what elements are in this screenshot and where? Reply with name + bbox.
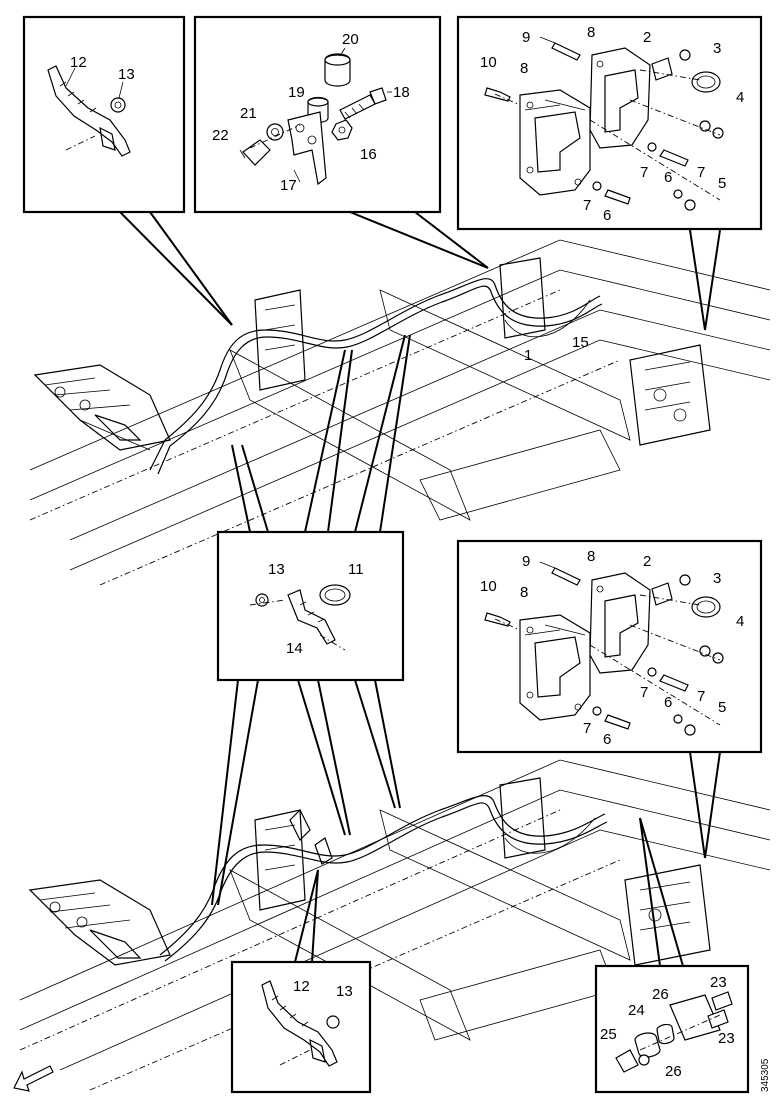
- callout-7-mid: 7: [640, 684, 648, 701]
- callout-23b: 23: [718, 1030, 735, 1047]
- callout-13: 13: [118, 66, 135, 83]
- upper-frame-assembly: [29, 239, 771, 586]
- callout-4: 4: [736, 89, 744, 106]
- callout-8-mid: 8: [587, 548, 595, 565]
- callout-7c-mid: 7: [583, 720, 591, 737]
- callout-9-mid: 9: [522, 553, 530, 570]
- callout-2: 2: [643, 29, 651, 46]
- callout-24: 24: [628, 1002, 645, 1019]
- callout-6-mid: 6: [664, 694, 672, 711]
- callout-20: 20: [342, 31, 359, 48]
- callout-2-mid: 2: [643, 553, 651, 570]
- detail-box-bottom-right: [594, 964, 750, 1094]
- callout-12: 12: [70, 54, 87, 71]
- callout-13-mid: 13: [268, 561, 285, 578]
- callout-16: 16: [360, 146, 377, 163]
- callout-17: 17: [280, 177, 297, 194]
- callout-8b: 8: [520, 60, 528, 77]
- callout-1: 1: [524, 347, 532, 364]
- callout-3: 3: [713, 40, 721, 57]
- callout-10-mid: 10: [480, 578, 497, 595]
- callout-8b-mid: 8: [520, 584, 528, 601]
- callout-7b: 7: [697, 164, 705, 181]
- callout-6b: 6: [603, 207, 611, 224]
- callout-19: 19: [288, 84, 305, 101]
- detail-box-top-middle: [193, 15, 442, 214]
- callout-5-mid: 5: [718, 699, 726, 716]
- front-direction-arrow-icon: [13, 1065, 54, 1092]
- callout-22: 22: [212, 127, 229, 144]
- callout-18: 18: [393, 84, 410, 101]
- callout-13-bot: 13: [336, 983, 353, 1000]
- detail-box-middle-left: [216, 530, 405, 682]
- callout-6b-mid: 6: [603, 731, 611, 748]
- callout-21: 21: [240, 105, 257, 122]
- callout-4-mid: 4: [736, 613, 744, 630]
- detail-box-bottom-center: [230, 960, 372, 1094]
- lower-leader-lines: [211, 679, 721, 967]
- detail-box-top-right: [456, 15, 763, 231]
- callout-5: 5: [718, 175, 726, 192]
- upper-leader-lines: [119, 211, 721, 533]
- callout-7c: 7: [583, 197, 591, 214]
- callout-23: 23: [710, 974, 727, 991]
- callout-14: 14: [286, 640, 303, 657]
- detail-box-middle-right: [456, 539, 763, 754]
- callout-8: 8: [587, 24, 595, 41]
- callout-labels: 12 13 20 19 18 21 22 16 17 9 8 2 3 10 8 …: [70, 24, 744, 1080]
- callout-7: 7: [640, 164, 648, 181]
- callout-26b: 26: [665, 1063, 682, 1080]
- callout-26: 26: [652, 986, 669, 1003]
- callout-25: 25: [600, 1026, 617, 1043]
- callout-10: 10: [480, 54, 497, 71]
- callout-7b-mid: 7: [697, 688, 705, 705]
- callout-12-bot: 12: [293, 978, 310, 995]
- detail-box-top-left: [22, 15, 186, 214]
- callout-3-mid: 3: [713, 570, 721, 587]
- callout-6: 6: [664, 169, 672, 186]
- callout-15: 15: [572, 334, 589, 351]
- figure-reference-code: 345305: [760, 1058, 771, 1092]
- callout-9: 9: [522, 29, 530, 46]
- callout-11: 11: [348, 561, 364, 578]
